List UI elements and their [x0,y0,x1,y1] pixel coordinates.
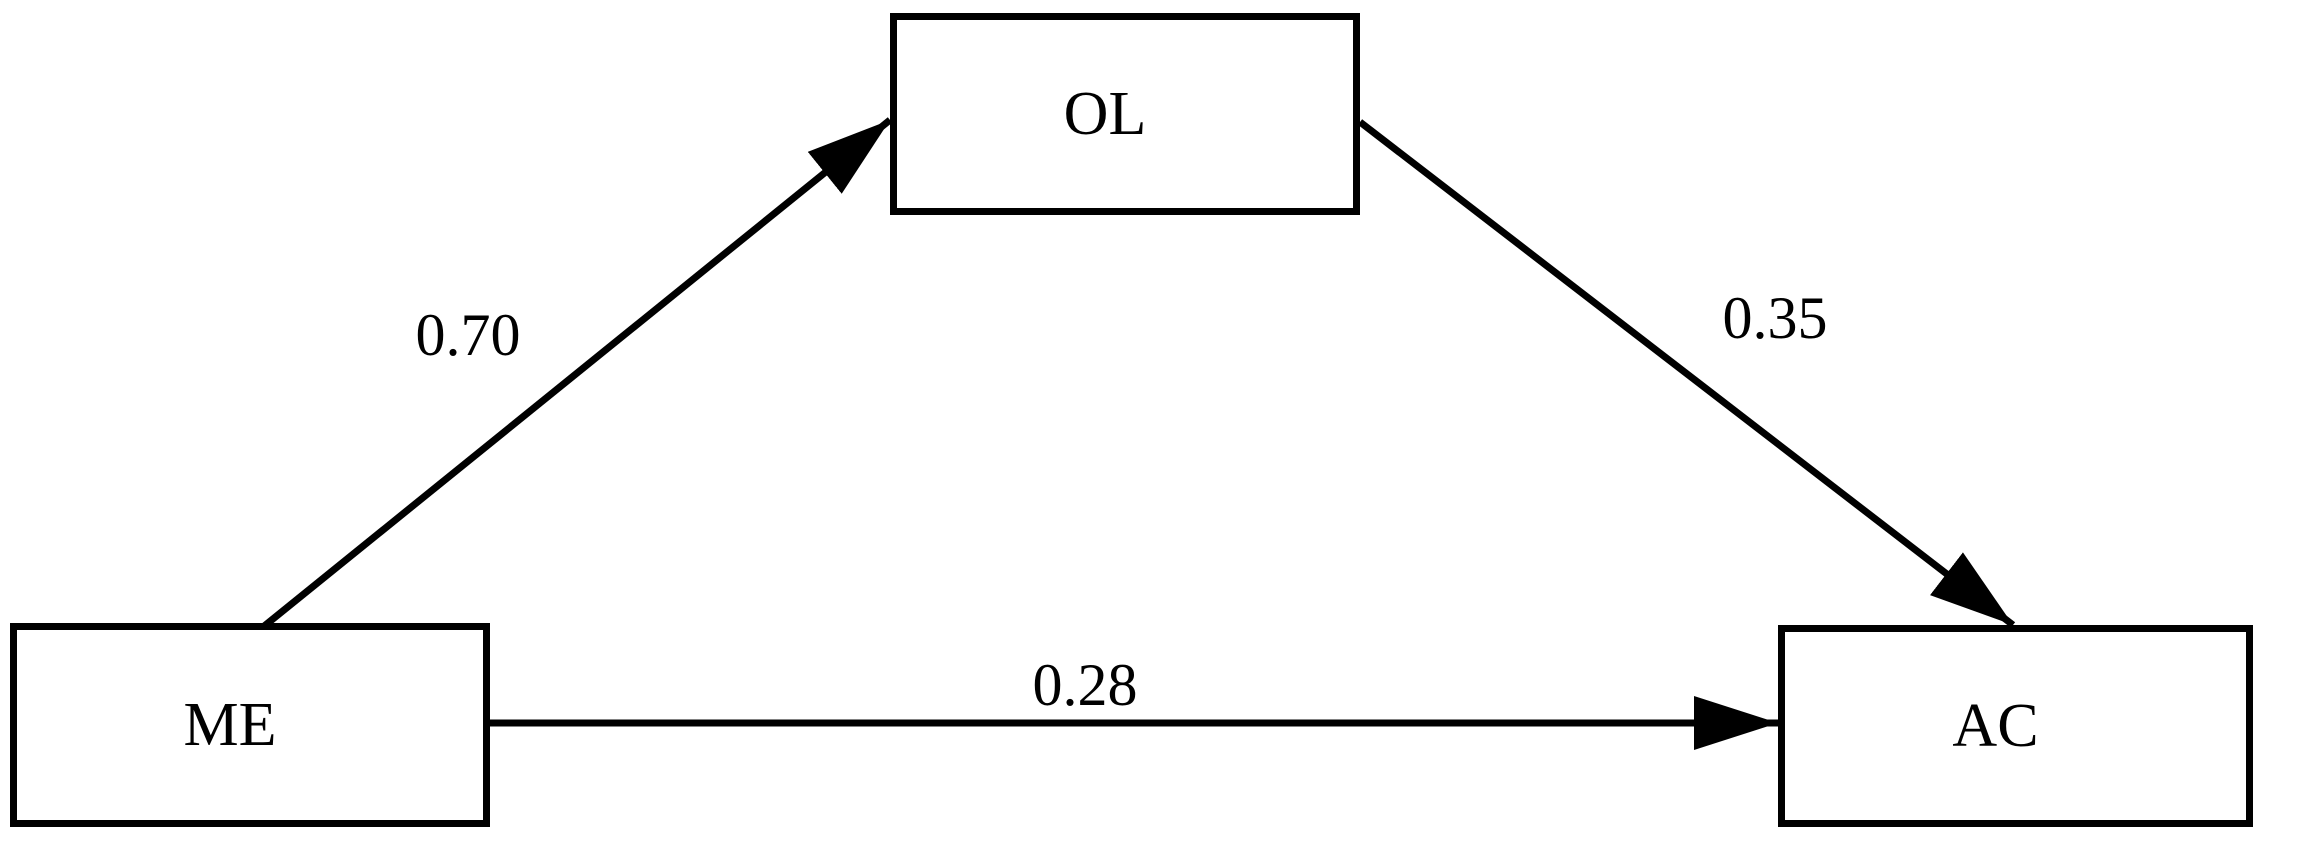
edge-me-ol-arrow [260,117,893,630]
node-ac-label: AC [1952,692,2039,760]
node-ol-label: OL [1063,80,1147,148]
node-ol: OL [890,13,1360,215]
node-me: ME [10,623,490,827]
edge-label-me-ol: 0.70 [415,302,521,368]
node-me-label: ME [183,691,277,759]
edge-label-ol-ac: 0.35 [1722,285,1828,351]
node-ac: AC [1778,625,2253,827]
edge-ol-ac-arrow [1357,119,2016,628]
edge-label-me-ac: 0.28 [1032,652,1138,718]
